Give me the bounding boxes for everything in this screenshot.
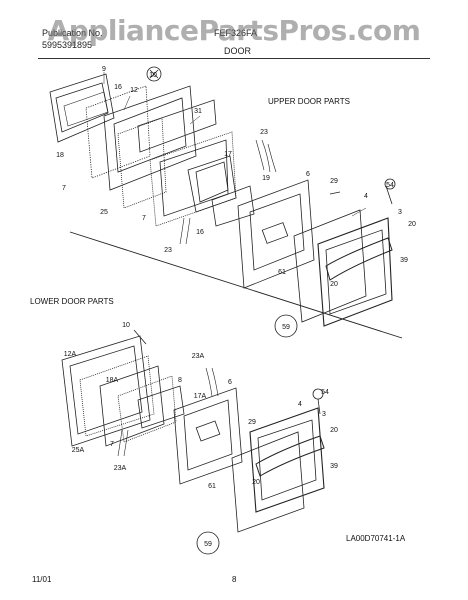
upper-callouts: 9 10 12 16 18 7 25 31 23 19 17 7 16 23 6 29 54 4 3 20 61 20 39… — [56, 66, 416, 331]
lower-callout-29: 29 — [248, 419, 256, 426]
publication-number: 5995391895 — [42, 40, 93, 50]
lower-callout-20: 20 — [330, 427, 338, 434]
lower-callout-23A: 23A — [192, 353, 205, 360]
footer-date: 11/01 — [32, 575, 52, 584]
lower-callouts: 10 12A 18A 25A 7 23A 23A 8 17A 6 29 4 54 3 20 61 20 39 59 — [64, 322, 338, 548]
lower-callout-10: 10 — [122, 322, 130, 329]
lower-callout-59: 59 — [204, 541, 212, 548]
upper-callout-19: 19 — [262, 175, 270, 182]
header-rule — [38, 58, 430, 59]
lower-callout-17A: 17A — [194, 393, 207, 400]
upper-callout-3: 3 — [398, 209, 402, 216]
lower-callout-4: 4 — [298, 401, 302, 408]
upper-callout-54: 54 — [386, 182, 394, 189]
lower-callout-39: 39 — [330, 463, 338, 470]
upper-callout-20: 20 — [330, 281, 338, 288]
upper-callout-29: 29 — [330, 178, 338, 185]
upper-callout-16: 16 — [114, 84, 122, 91]
upper-callout-31: 31 — [194, 108, 202, 115]
upper-callout-12: 12 — [130, 87, 138, 94]
lower-callout-6: 6 — [228, 379, 232, 386]
figure-code: LA00D70741-1A — [346, 534, 406, 543]
lower-callout-61: 61 — [208, 483, 216, 490]
publication-label: Publication No. — [42, 28, 103, 38]
upper-callout-59: 59 — [282, 324, 290, 331]
upper-callout-25: 25 — [100, 209, 108, 216]
upper-callout-61: 61 — [278, 269, 286, 276]
upper-callout-4: 4 — [364, 193, 368, 200]
model-number: FEF326FA — [214, 28, 258, 38]
lower-callout-20: 20 — [252, 479, 260, 486]
footer-page: 8 — [232, 575, 237, 584]
lower-callout-8: 8 — [178, 377, 182, 384]
watermark: AppliancePartsPros.com — [47, 14, 421, 47]
lower-callout-18A: 18A — [106, 377, 119, 384]
lower-callout-25A: 25A — [72, 447, 85, 454]
upper-callout-20: 20 — [408, 221, 416, 228]
lower-callout-7: 7 — [110, 441, 114, 448]
lower-callout-3: 3 — [322, 411, 326, 418]
section-title: DOOR — [224, 46, 251, 56]
upper-callout-23: 23 — [260, 129, 268, 136]
lower-section-label: LOWER DOOR PARTS — [30, 297, 114, 306]
lower-callout-23A: 23A — [114, 465, 127, 472]
upper-callout-18: 18 — [56, 152, 64, 159]
lower-callout-12A: 12A — [64, 351, 77, 358]
upper-callout-6: 6 — [306, 171, 310, 178]
lower-callout-54: 54 — [321, 389, 329, 396]
upper-callout-9: 9 — [102, 66, 106, 73]
upper-callout-7: 7 — [62, 185, 66, 192]
upper-callout-39: 39 — [400, 257, 408, 264]
upper-callout-23: 23 — [164, 247, 172, 254]
upper-callout-10: 10 — [149, 72, 157, 79]
upper-callout-16: 16 — [196, 229, 204, 236]
upper-callout-17: 17 — [224, 151, 232, 158]
upper-section-label: UPPER DOOR PARTS — [268, 97, 350, 106]
upper-callout-7: 7 — [142, 215, 146, 222]
